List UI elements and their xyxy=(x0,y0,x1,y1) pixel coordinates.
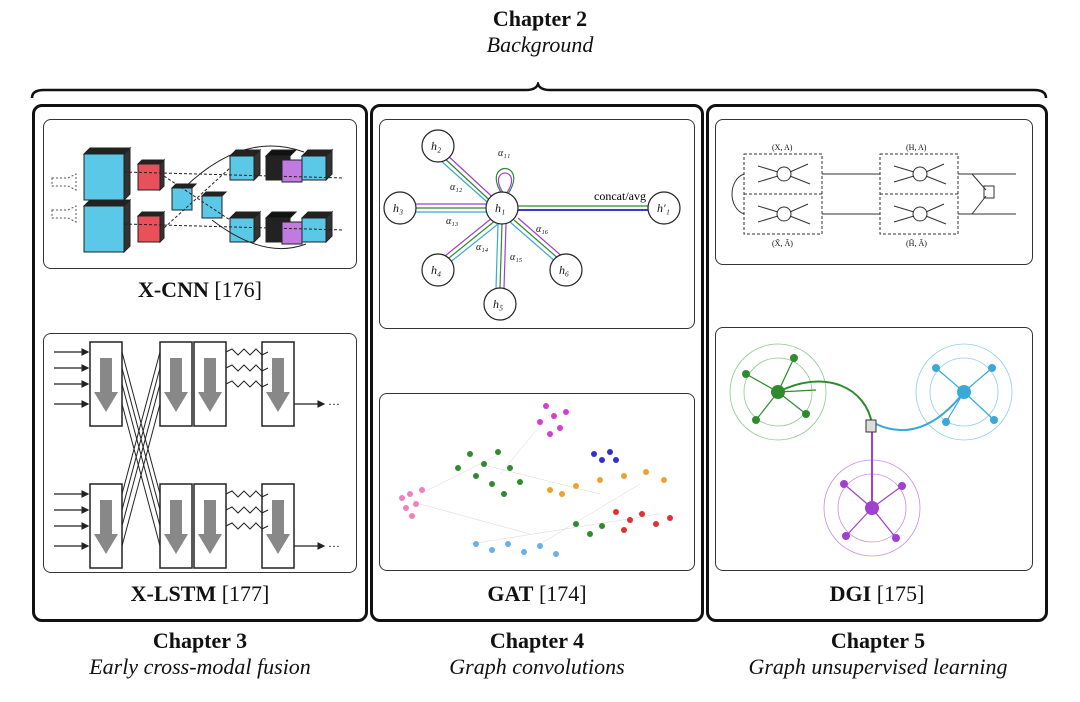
footer-chapter-4-subtitle: Graph convolutions xyxy=(449,654,625,679)
dgi-graph-panel xyxy=(715,327,1033,571)
xlstm-ref: [177] xyxy=(221,581,270,606)
svg-text:h′₁: h′₁ xyxy=(657,201,670,215)
svg-text:(X, A): (X, A) xyxy=(772,143,793,152)
column-chapter-5: (X, A) (X̃, Ã) (H, A) (H̃, Ã) xyxy=(706,104,1048,622)
svg-text:h₃: h₃ xyxy=(393,201,403,215)
footer-chapter-5-title: Chapter 5 xyxy=(830,628,926,653)
xcnn-diagram xyxy=(51,145,345,254)
svg-text:α₁₁: α₁₁ xyxy=(498,148,510,159)
footer-chapter-3-title: Chapter 3 xyxy=(152,628,248,653)
gat-output-label: concat/avg xyxy=(594,189,646,203)
svg-text:α₁₄: α₁₄ xyxy=(476,242,489,253)
footer-chapter-4: Chapter 4 Graph convolutions xyxy=(370,628,704,680)
xcnn-name: X-CNN xyxy=(137,277,209,302)
dgi-caption: DGI [175] xyxy=(709,581,1045,607)
column-chapter-3: X-CNN [176] xyxy=(32,104,368,622)
svg-text:(H̃, Ã): (H̃, Ã) xyxy=(906,238,927,248)
svg-text:h₂: h₂ xyxy=(431,139,441,153)
gat-attention-panel: h₂ h₃ h₁ h₄ h₅ h₆ h′₁ α₁₁ α₁₂ α₁₃ α₁₄ α₁… xyxy=(379,119,695,329)
svg-text:h₅: h₅ xyxy=(493,297,503,311)
xlstm-ellipsis-top: ··· xyxy=(328,397,340,411)
footer-chapter-3: Chapter 3 Early cross-modal fusion xyxy=(32,628,368,680)
svg-text:α₁₃: α₁₃ xyxy=(446,216,459,227)
gat-caption: GAT [174] xyxy=(373,581,701,607)
dgi-schema-diagram: (X, A) (X̃, Ã) (H, A) (H̃, Ã) xyxy=(731,143,1016,248)
svg-text:h₁: h₁ xyxy=(495,201,505,215)
xlstm-ellipsis-bottom: ··· xyxy=(328,539,340,553)
xlstm-diagram: ··· ··· xyxy=(54,341,340,569)
footer-chapter-5-subtitle: Graph unsupervised learning xyxy=(748,654,1008,679)
xlstm-caption: X-LSTM [177] xyxy=(35,581,365,607)
xcnn-caption: X-CNN [176] xyxy=(35,277,365,303)
dgi-graph-diagram xyxy=(729,343,1013,557)
gat-attention-diagram: h₂ h₃ h₁ h₄ h₅ h₆ h′₁ α₁₁ α₁₂ α₁₃ α₁₄ α₁… xyxy=(383,129,681,321)
footer-chapter-4-title: Chapter 4 xyxy=(489,628,585,653)
header: Chapter 2 Background xyxy=(0,6,1080,58)
svg-text:(H, A): (H, A) xyxy=(906,143,927,152)
header-subtitle: Background xyxy=(486,32,594,57)
xlstm-name: X-LSTM xyxy=(130,581,217,606)
gat-embedding-panel xyxy=(379,393,695,571)
dgi-name: DGI xyxy=(829,581,872,606)
svg-text:(X̃, Ã): (X̃, Ã) xyxy=(772,238,793,248)
svg-text:h₄: h₄ xyxy=(431,263,441,277)
gat-embedding-plot xyxy=(399,403,673,557)
header-title: Chapter 2 xyxy=(492,6,588,31)
xcnn-ref: [176] xyxy=(214,277,263,302)
footer-chapter-5: Chapter 5 Graph unsupervised learning xyxy=(700,628,1056,680)
svg-text:α₁₆: α₁₆ xyxy=(536,224,549,235)
gat-ref: [174] xyxy=(538,581,587,606)
dgi-ref: [175] xyxy=(876,581,925,606)
svg-text:α₁₅: α₁₅ xyxy=(510,252,523,263)
dgi-schema-panel: (X, A) (X̃, Ã) (H, A) (H̃, Ã) xyxy=(715,119,1033,265)
svg-text:α₁₂: α₁₂ xyxy=(450,182,463,193)
gat-name: GAT xyxy=(487,581,534,606)
xlstm-panel: ··· ··· xyxy=(43,333,357,573)
footer-chapter-3-subtitle: Early cross-modal fusion xyxy=(89,654,311,679)
top-brace xyxy=(30,82,1048,99)
xcnn-panel xyxy=(43,119,357,269)
column-chapter-4: h₂ h₃ h₁ h₄ h₅ h₆ h′₁ α₁₁ α₁₂ α₁₃ α₁₄ α₁… xyxy=(370,104,704,622)
svg-text:h₆: h₆ xyxy=(559,263,569,277)
